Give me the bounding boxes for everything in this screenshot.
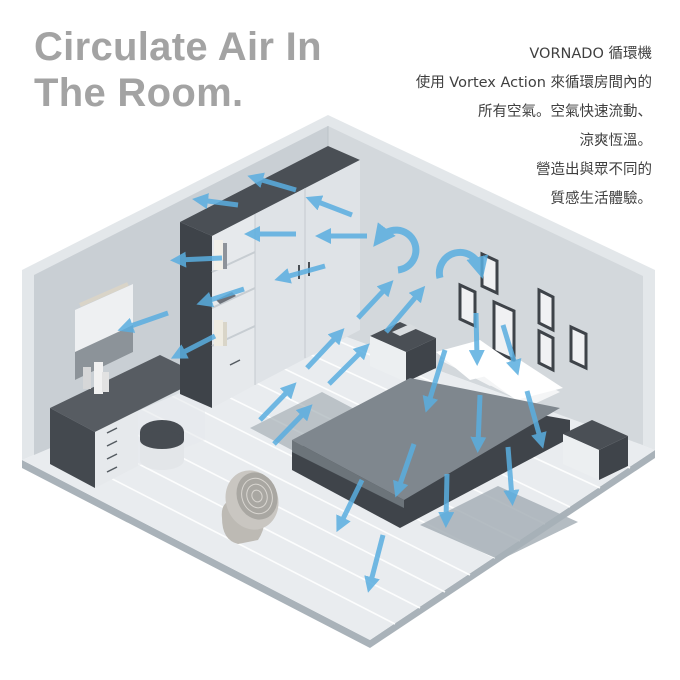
description-line: 所有空氣。空氣快速流動、 — [478, 104, 652, 120]
headline: Circulate Air In The Room. — [34, 24, 322, 116]
airflow-arrow-icon — [468, 312, 485, 366]
airflow-arrow-icon — [524, 390, 547, 449]
airflow-arrow-icon — [470, 394, 487, 453]
airflow-arrow-icon — [438, 473, 455, 528]
airflow-arrow-icon — [305, 328, 345, 370]
airflow-arrow-icon — [192, 193, 239, 209]
curved-airflow-arrow-icon — [373, 222, 420, 274]
airflow-arrow-icon — [170, 333, 217, 359]
airflow-arrow-icon — [170, 251, 223, 268]
headline-line-1: Circulate Air In — [34, 25, 322, 69]
airflow-arrow-icon — [384, 285, 426, 334]
circulator-fan — [221, 470, 279, 544]
nightstand-right — [563, 420, 628, 480]
airflow-arrows — [117, 172, 547, 593]
airflow-arrow-icon — [422, 349, 448, 413]
mirror — [75, 282, 133, 380]
airflow-arrow-icon — [196, 286, 245, 308]
airflow-arrow-icon — [336, 478, 365, 533]
bed — [292, 340, 570, 528]
airflow-arrow-icon — [500, 324, 522, 376]
stool — [140, 420, 184, 470]
airflow-arrow-icon — [258, 382, 297, 422]
airflow-arrow-icon — [117, 310, 169, 333]
curved-airflow-arrow-icon — [435, 248, 489, 279]
description-line: 質感生活體驗。 — [550, 191, 653, 207]
description-line: 營造出與眾不同的 — [536, 162, 652, 178]
airflow-arrow-icon — [327, 343, 370, 386]
airflow-arrow-icon — [356, 280, 394, 320]
description-line: 涼爽恆溫。 — [579, 133, 653, 149]
airflow-arrow-icon — [393, 443, 417, 498]
airflow-arrow-icon — [247, 172, 297, 193]
airflow-arrow-icon — [503, 446, 520, 506]
description-line: 使用 Vortex Action 來循環房間內的 — [415, 75, 652, 91]
description-line: VORNADO 循環機 — [529, 46, 652, 62]
airflow-arrow-icon — [272, 404, 313, 446]
rug-right — [420, 486, 578, 560]
airflow-arrow-icon — [274, 263, 326, 284]
airflow-arrow-icon — [364, 534, 386, 593]
airflow-arrow-icon — [305, 195, 353, 218]
headline-line-2: The Room. — [34, 71, 244, 115]
product-description: VORNADO 循環機 使用 Vortex Action 來循環房間內的 所有空… — [416, 40, 652, 214]
